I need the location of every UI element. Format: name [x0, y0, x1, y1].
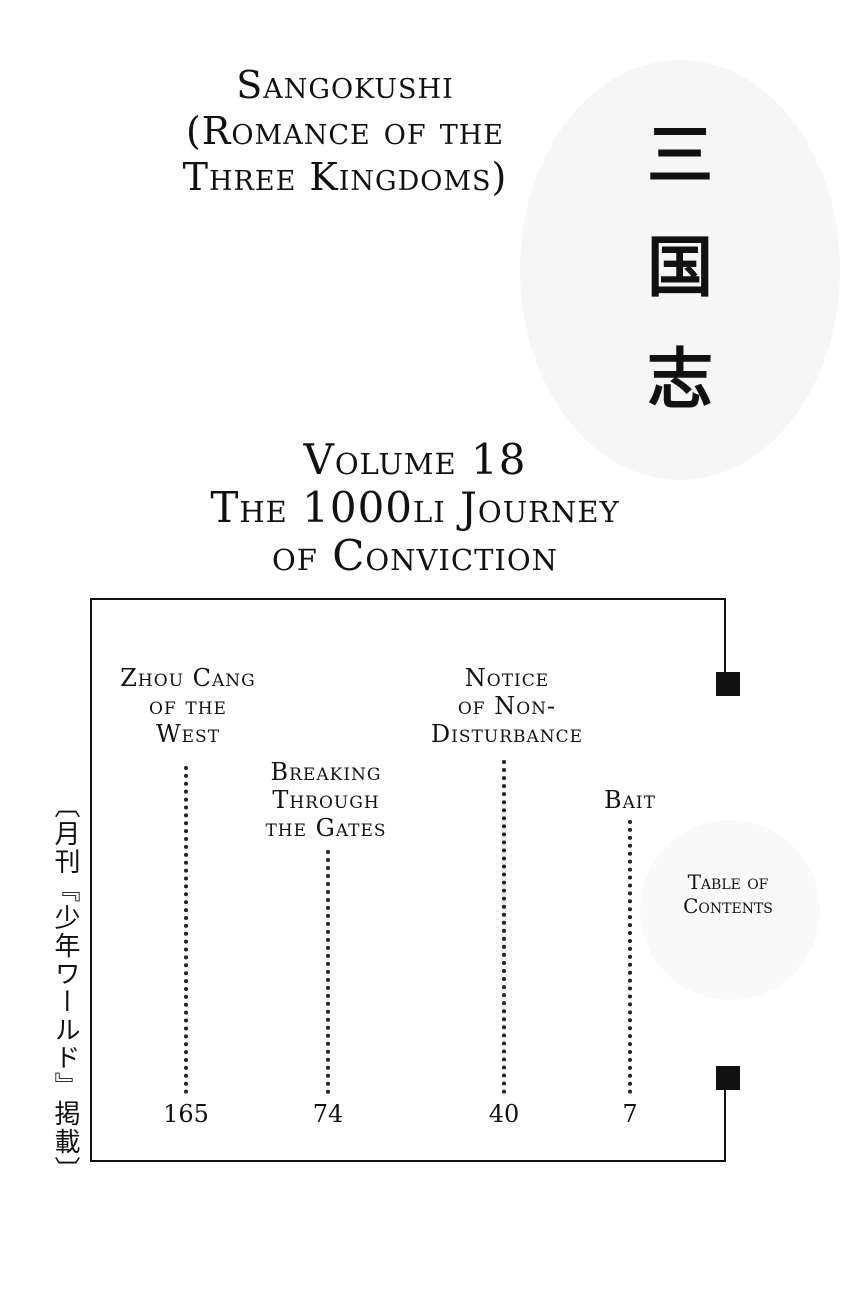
volume-number: Volume 18: [303, 435, 527, 484]
publication-note: 〔月刊『少年ワールド』掲載〕: [50, 792, 80, 1184]
entry-title-line: Notice: [464, 664, 550, 692]
toc-entry-title: Bait: [580, 786, 680, 814]
page-number: 165: [163, 1100, 209, 1128]
entry-title-line: of Non-: [457, 692, 557, 720]
series-title-line: (Romance of the: [185, 109, 504, 153]
entry-title-line: Breaking: [270, 758, 382, 786]
series-title-line: Three Kingdoms): [182, 155, 508, 199]
volume-subtitle-line: The 1000li Journey: [210, 483, 620, 532]
kanji-title: 三 国 志: [640, 100, 720, 436]
entry-title-line: Zhou Cang: [120, 664, 256, 692]
square-marker-icon: [716, 1066, 740, 1090]
series-title-line: Sangokushi: [236, 63, 454, 107]
entry-title-line: the Gates: [265, 814, 387, 842]
kanji-char: 志: [647, 341, 713, 418]
series-title: Sangokushi (Romance of the Three Kingdom…: [90, 62, 600, 200]
page-number: 40: [488, 1100, 520, 1128]
kanji-char: 国: [647, 229, 713, 306]
background-shape: [520, 60, 840, 480]
toc-entry-title: Breaking Through the Gates: [246, 758, 406, 842]
toc-entry-title: Notice of Non- Disturbance: [410, 664, 604, 748]
dotted-leader: [628, 820, 632, 1094]
background-shape: [640, 820, 820, 1000]
page-number: 74: [312, 1100, 344, 1128]
frame-segment: [724, 1090, 726, 1160]
toc-label-line: Contents: [683, 894, 773, 918]
entry-title-line: of the: [149, 692, 227, 720]
entry-title-line: West: [155, 720, 221, 748]
toc-label-line: Table of: [687, 870, 769, 894]
dotted-leader: [184, 766, 188, 1094]
volume-subtitle-line: of Conviction: [271, 531, 559, 580]
toc-label: Table of Contents: [660, 870, 796, 918]
frame-segment: [724, 598, 726, 672]
toc-frame: [90, 598, 726, 1162]
page-number: 7: [622, 1100, 638, 1128]
volume-title: Volume 18 The 1000li Journey of Convicti…: [140, 436, 690, 580]
toc-entry-title: Zhou Cang of the West: [100, 664, 276, 748]
entry-title-line: Through: [272, 786, 380, 814]
dotted-leader: [502, 760, 506, 1094]
dotted-leader: [326, 850, 330, 1094]
kanji-char: 三: [647, 117, 713, 194]
entry-title-line: Disturbance: [430, 720, 584, 748]
square-marker-icon: [716, 672, 740, 696]
entry-title-line: Bait: [604, 786, 656, 814]
